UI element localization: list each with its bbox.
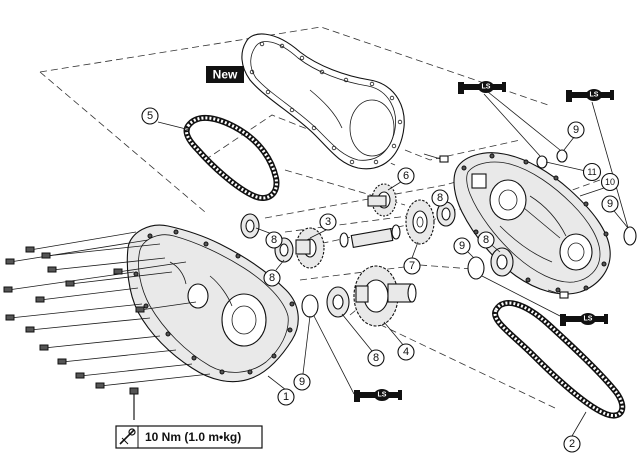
callout-8-c: 8	[431, 189, 449, 207]
callout-2: 2	[563, 435, 581, 453]
torque-spec-text: 10 Nm (1.0 m•kg)	[145, 430, 241, 444]
svg-text:3: 3	[325, 216, 331, 228]
gear-3	[295, 227, 325, 269]
case-bolts	[3, 231, 211, 420]
case-cover-left	[126, 224, 299, 383]
svg-text:8: 8	[271, 234, 277, 246]
torque-spec-box: 10 Nm (1.0 m•kg)	[115, 425, 263, 449]
callout-9-a: 9	[293, 373, 311, 391]
lubrication-arrows	[313, 91, 629, 395]
svg-text:8: 8	[269, 272, 275, 284]
callout-8-b: 8	[263, 269, 281, 287]
torque-wrench-icon	[119, 428, 136, 445]
callout-8-a: 8	[265, 231, 283, 249]
svg-text:2: 2	[569, 438, 575, 450]
new-badge-text: New	[213, 68, 238, 82]
callout-9-c: 9	[567, 121, 585, 139]
callout-11: 11	[582, 162, 602, 182]
svg-text:9: 9	[573, 124, 579, 136]
svg-text:8: 8	[373, 352, 379, 364]
grease-gun-icon: LS	[354, 389, 402, 402]
grease-gun-icon: LS	[560, 313, 608, 326]
callout-8-e: 8	[367, 349, 385, 367]
svg-text:9: 9	[299, 376, 305, 388]
gear-7	[405, 199, 435, 245]
lubricant-ls-label: LS	[584, 316, 593, 323]
grease-gun-icon: LS	[566, 89, 614, 102]
svg-text:5: 5	[147, 110, 153, 122]
callout-4: 4	[397, 343, 415, 361]
cover-gasket	[241, 33, 405, 170]
lubricant-ls-label: LS	[482, 84, 491, 91]
callout-3: 3	[319, 213, 337, 231]
lubricant-ls-label: LS	[590, 92, 599, 99]
lubricant-ls-label: LS	[378, 392, 387, 399]
svg-text:8: 8	[483, 234, 489, 246]
svg-text:4: 4	[403, 346, 409, 358]
gear-6	[367, 183, 397, 217]
drive-chain-upper	[183, 114, 280, 201]
svg-text:7: 7	[409, 260, 415, 272]
callout-9-d: 9	[601, 195, 619, 213]
callout-9-b: 9	[453, 237, 471, 255]
drive-chain-lower	[492, 299, 626, 419]
new-part-badge: New	[206, 66, 244, 83]
callout-5: 5	[141, 107, 159, 125]
svg-text:10: 10	[605, 177, 615, 187]
callout-6: 6	[397, 167, 415, 185]
svg-text:9: 9	[459, 240, 465, 252]
gear-shaft-4	[353, 265, 417, 327]
svg-text:6: 6	[403, 170, 409, 182]
grease-gun-icon: LS	[458, 81, 506, 94]
svg-text:9: 9	[607, 198, 613, 210]
callout-10: 10	[600, 172, 620, 192]
svg-text:1: 1	[283, 391, 289, 403]
middle-shaft	[339, 224, 401, 249]
callout-8-d: 8	[477, 231, 495, 249]
svg-text:8: 8	[437, 192, 443, 204]
callout-7: 7	[403, 257, 421, 275]
callout-1: 1	[277, 388, 295, 406]
svg-text:11: 11	[587, 167, 596, 177]
bearings	[240, 201, 514, 318]
transmission-case-right	[423, 152, 611, 299]
